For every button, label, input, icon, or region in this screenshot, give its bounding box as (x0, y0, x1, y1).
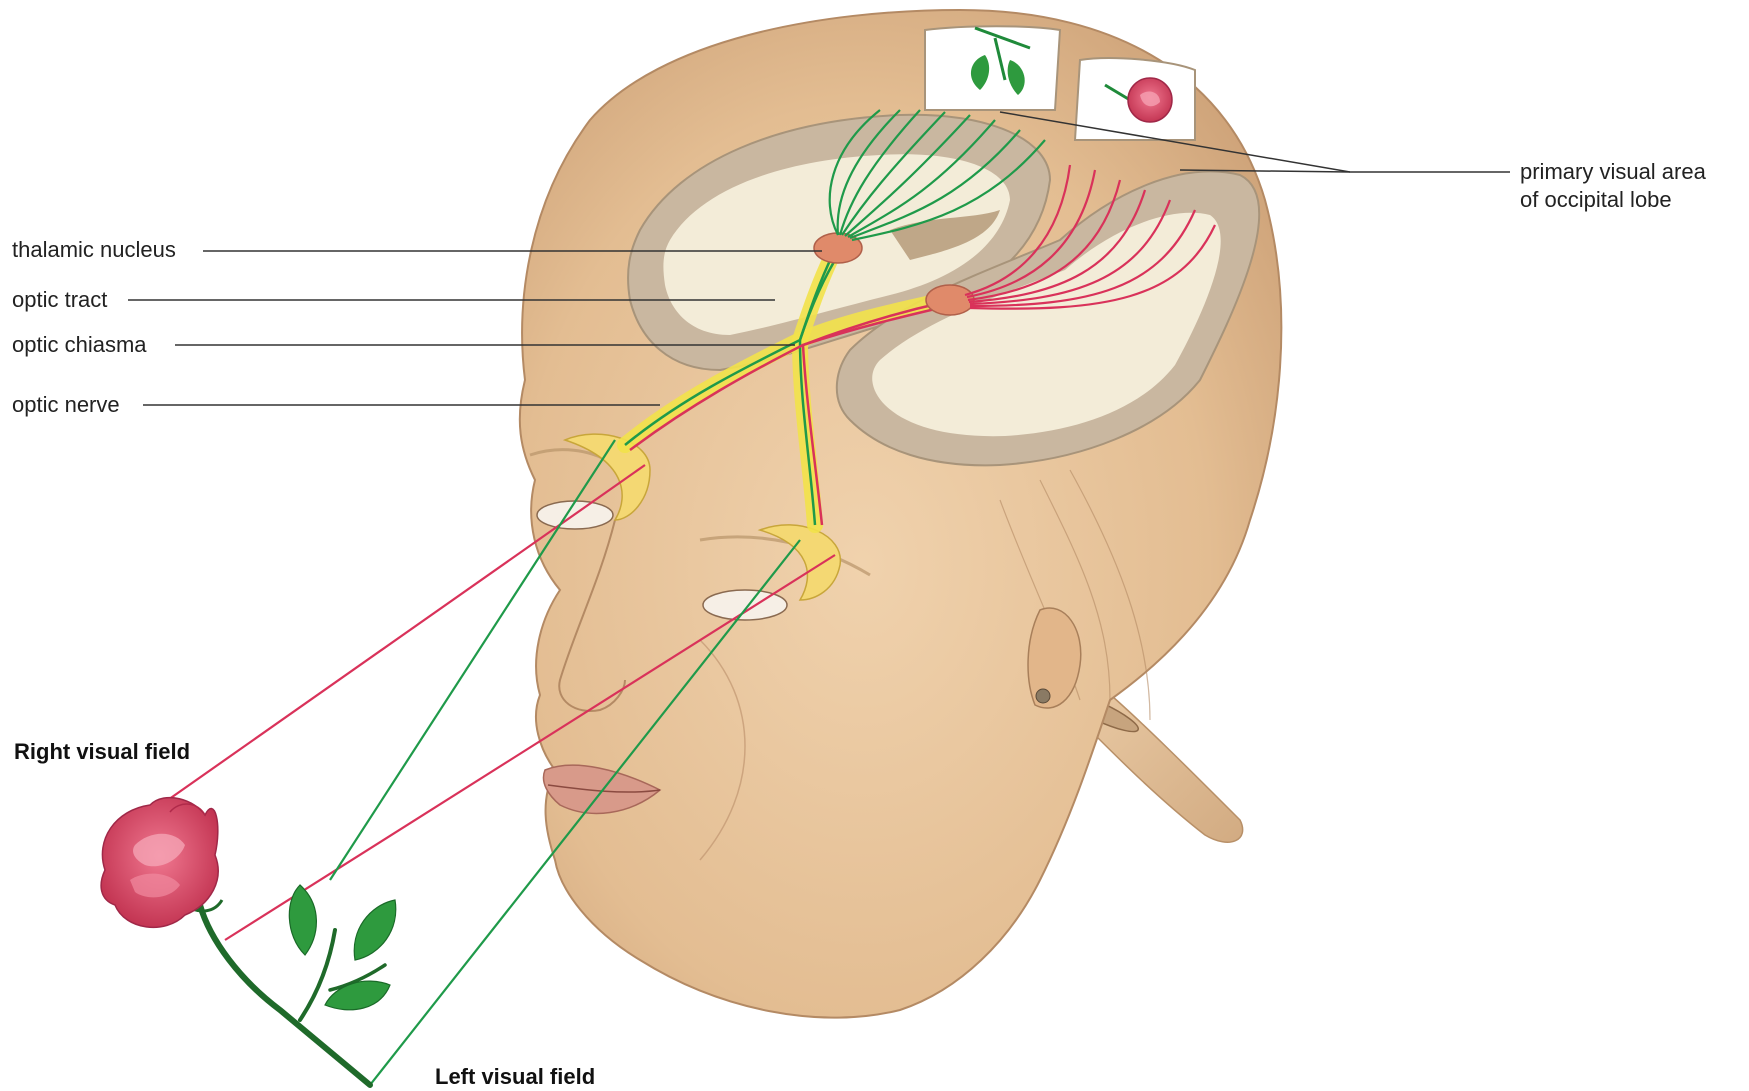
rose-leaf-3 (325, 981, 390, 1010)
rose (101, 798, 396, 1085)
label-left-visual-field: Left visual field (435, 1066, 595, 1088)
inset-panel-left (925, 26, 1060, 110)
label-optic-chiasma: optic chiasma (12, 334, 147, 356)
label-optic-nerve: optic nerve (12, 394, 120, 416)
earring (1036, 689, 1050, 703)
label-primary-visual-area: primary visual area of occipital lobe (1520, 158, 1706, 214)
label-primary-visual-area-line1: primary visual area (1520, 158, 1706, 186)
rose-leaf-1 (289, 885, 316, 955)
thalamic-nucleus-left (814, 233, 862, 263)
rose-leaf-2 (354, 900, 396, 960)
label-right-visual-field: Right visual field (14, 741, 190, 763)
thalamic-nucleus-right (926, 285, 974, 315)
label-optic-tract: optic tract (12, 289, 107, 311)
label-primary-visual-area-line2: of occipital lobe (1520, 186, 1706, 214)
label-thalamic-nucleus: thalamic nucleus (12, 239, 176, 261)
